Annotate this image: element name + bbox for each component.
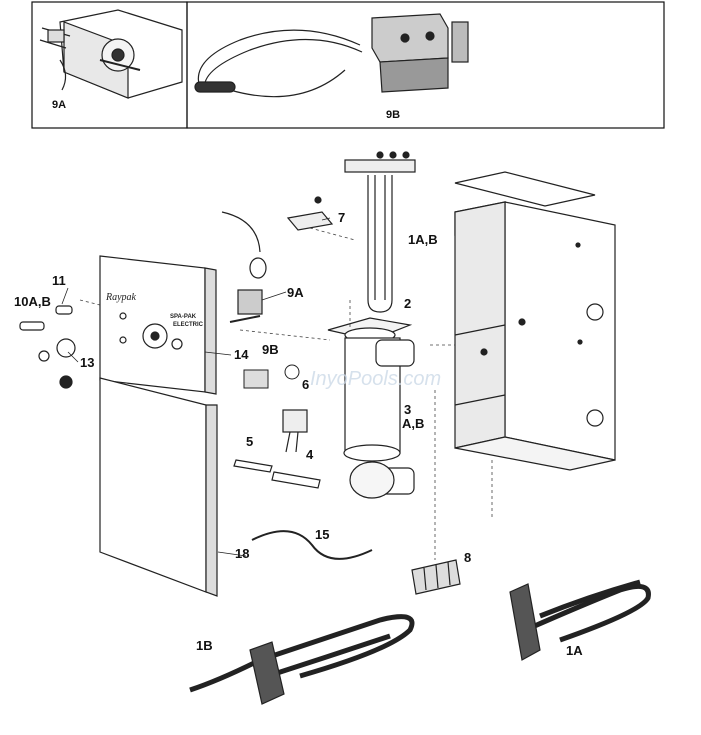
inset-9a-drawing [39, 9, 183, 99]
label-8: 8 [464, 550, 471, 565]
label-13: 13 [80, 355, 94, 370]
front-door [99, 377, 218, 597]
label-5: 5 [246, 434, 253, 449]
label-18: 18 [235, 546, 249, 561]
control-panel [99, 255, 217, 395]
knobs-10-13 [19, 305, 76, 389]
label-9b: 9B [262, 342, 279, 357]
element-1b [189, 614, 415, 705]
switch-6 [282, 409, 308, 453]
label-2: 2 [404, 296, 411, 311]
label-1ab: 1A,B [408, 232, 438, 247]
label-3-ab: A,B [402, 416, 424, 431]
label-15: 15 [315, 527, 329, 542]
label-1a: 1A [566, 643, 583, 658]
inset-label-9a: 9A [52, 99, 66, 111]
label-3: 3 [404, 402, 411, 417]
inset-frame [31, 1, 665, 129]
leader-lines [61, 217, 331, 557]
rods-4-5 [233, 459, 321, 489]
panel-model: SPA-PAK [170, 314, 197, 320]
heater-tube [327, 151, 416, 499]
label-11: 11 [52, 273, 66, 288]
relay-9b [243, 364, 300, 389]
element-1a [509, 579, 651, 661]
label-6: 6 [302, 377, 309, 392]
label-9a: 9A [287, 285, 304, 300]
label-7: 7 [338, 210, 345, 225]
inset-9b-drawing [194, 13, 469, 98]
terminal-block-8 [411, 559, 461, 595]
panel-sub: ELECTRIC [173, 322, 204, 328]
watermark: InyoPools.com [310, 368, 441, 390]
thermostat-9a [221, 211, 267, 323]
cabinet-housing [454, 171, 616, 471]
inset-label-9b: 9B [386, 109, 400, 121]
label-10ab: 10A,B [14, 294, 51, 309]
cable-15 [251, 530, 373, 560]
label-14: 14 [234, 347, 249, 362]
label-4: 4 [306, 447, 314, 462]
bracket-7 [286, 196, 334, 231]
panel-brand: Raypak [105, 292, 137, 303]
label-1b: 1B [196, 638, 213, 653]
